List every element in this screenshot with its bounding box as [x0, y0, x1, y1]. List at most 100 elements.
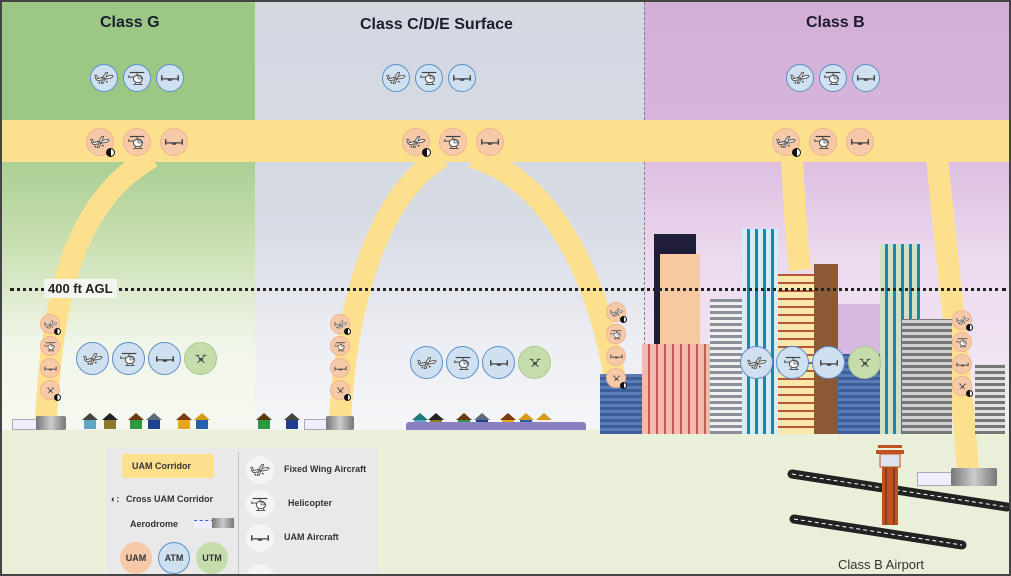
- cross-corridor-icon: [344, 394, 351, 401]
- cross-corridor-icon: [620, 316, 627, 323]
- legend-cross-label: Cross UAM Corridor: [126, 494, 214, 504]
- uam-aircraft-icon-badge: [156, 64, 184, 92]
- fixed-wing-icon: [82, 348, 104, 370]
- fixed-wing-icon-badge: [952, 310, 973, 331]
- legend-partial-icon: [246, 564, 274, 574]
- legend: UAM Corridor ◐: Cross UAM Corridor Aerod…: [106, 448, 378, 574]
- helicopter-icon-badge: [819, 64, 847, 92]
- helicopter-icon-badge: [415, 64, 443, 92]
- helicopter-icon: [452, 352, 474, 374]
- legend-aerodrome-label: Aerodrome: [130, 519, 179, 529]
- house: [194, 413, 210, 429]
- cross-corridor-icon: [54, 328, 61, 335]
- uam-aircraft-icon: [246, 524, 274, 552]
- cross-corridor-icon: [344, 328, 351, 335]
- fixed-wing-icon-badge: [330, 314, 351, 335]
- aerodrome-icon: [194, 518, 234, 528]
- uam-aircraft-icon-badge: [812, 346, 845, 379]
- cross-corridor-icon: [620, 382, 627, 389]
- legend-badge-uam: UAM: [120, 542, 152, 574]
- helicopter-icon-badge: [952, 332, 972, 352]
- uam-aircraft-icon-badge: [148, 342, 181, 375]
- house: [256, 413, 272, 429]
- fixed-wing-icon-badge: [402, 128, 431, 157]
- legend-aircraft-label: Helicopter: [288, 498, 333, 508]
- uam-aircraft-icon: [818, 352, 840, 374]
- helicopter-icon-badge: [606, 324, 626, 344]
- fixed-wing-icon: [746, 352, 768, 374]
- house: [284, 413, 300, 429]
- cross-corridor-icon: [966, 324, 973, 331]
- house: [146, 413, 162, 429]
- zone-title-class-cde: Class C/D/E Surface: [360, 16, 513, 33]
- helicopter-icon: [246, 490, 274, 518]
- uam-aircraft-icon: [163, 131, 185, 153]
- fixed-wing-icon-badge: [40, 314, 61, 335]
- legend-aircraft-label: Fixed Wing Aircraft: [284, 464, 367, 474]
- airport-label: Class B Airport: [838, 557, 924, 572]
- uam-aircraft-icon-badge: [952, 354, 972, 374]
- cross-corridor-icon: [106, 148, 115, 157]
- helicopter-icon-badge: [439, 128, 467, 156]
- legend-badge-label: UAM: [125, 553, 147, 563]
- fixed-wing-icon-badge: [772, 128, 801, 157]
- helicopter-icon-badge: [330, 336, 350, 356]
- fixed-wing-icon-badge: [86, 128, 115, 157]
- uam-aircraft-icon: [855, 67, 877, 89]
- corridor-arc-b-left: [781, 156, 811, 272]
- fixed-wing-icon-badge: [382, 64, 410, 92]
- fixed-wing-icon-badge: [76, 342, 109, 375]
- fixed-wing-icon: [246, 456, 274, 484]
- aerodrome-class-g: [12, 416, 66, 430]
- uam-aircraft-icon-badge: [160, 128, 188, 156]
- fixed-wing-icon-badge: [90, 64, 118, 92]
- uam-aircraft-icon: [479, 131, 501, 153]
- house: [176, 413, 192, 429]
- uam-aircraft-icon-badge: [476, 128, 504, 156]
- cross-corridor-icon: [966, 390, 973, 397]
- drone-icon-badge: [330, 380, 351, 401]
- helicopter-icon: [609, 327, 624, 342]
- legend-badge-label: ATM: [164, 553, 184, 563]
- uam-aircraft-icon: [154, 348, 176, 370]
- helicopter-icon-badge: [112, 342, 145, 375]
- uam-aircraft-icon-badge: [606, 346, 626, 366]
- uam-aircraft-icon-badge: [852, 64, 880, 92]
- legend-badge-utm: UTM: [196, 542, 228, 574]
- drone-icon-badge: [606, 368, 627, 389]
- uam-aircraft-icon-badge: [330, 358, 350, 378]
- uam-aircraft-icon-badge: [40, 358, 60, 378]
- uam-aircraft-icon-badge: [448, 64, 476, 92]
- uam-aircraft-icon-badge: [482, 346, 515, 379]
- aerodrome-class-b: [917, 468, 997, 486]
- drone-icon: [190, 348, 212, 370]
- fixed-wing-icon: [93, 67, 115, 89]
- altitude-label: 400 ft AGL: [44, 279, 117, 298]
- helicopter-icon: [822, 67, 844, 89]
- uam-aircraft-icon: [609, 349, 624, 364]
- legend-divider: [238, 452, 239, 574]
- legend-aircraft-label: UAM Aircraft: [284, 532, 339, 542]
- legend-cross-symbol: ◐:: [111, 494, 120, 504]
- building: [902, 319, 952, 434]
- drone-icon: [524, 352, 546, 374]
- house: [82, 413, 98, 429]
- helicopter-icon: [126, 131, 148, 153]
- uam-aircraft-icon: [451, 67, 473, 89]
- drone-icon-badge: [40, 380, 61, 401]
- uam-aircraft-icon: [333, 361, 348, 376]
- uam-aircraft-icon: [849, 131, 871, 153]
- legend-corridor-swatch: [122, 454, 214, 478]
- cross-corridor-icon: [54, 394, 61, 401]
- helicopter-icon: [442, 131, 464, 153]
- legend-corridor-label: UAM Corridor: [132, 461, 191, 471]
- building: [975, 364, 1005, 434]
- zone-title-class-b: Class B: [806, 14, 865, 31]
- city-skyline: [592, 222, 1009, 434]
- fixed-wing-icon-badge: [740, 346, 773, 379]
- uam-aircraft-icon: [43, 361, 58, 376]
- helicopter-icon: [812, 131, 834, 153]
- building: [642, 344, 710, 434]
- helicopter-icon-badge: [40, 336, 60, 356]
